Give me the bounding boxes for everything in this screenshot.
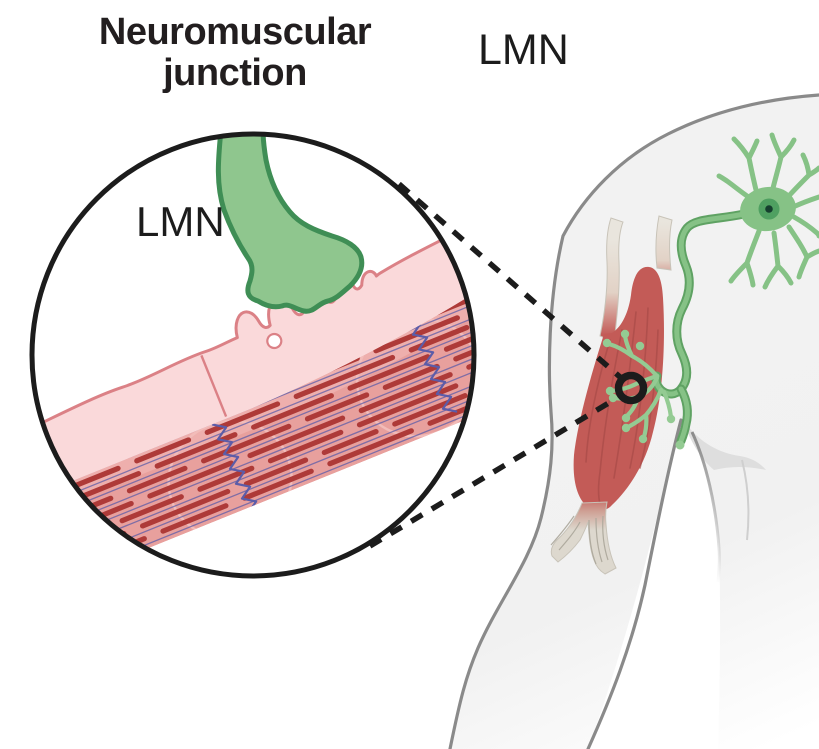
zoom-dashed-line-top bbox=[397, 181, 622, 380]
torso-edge-line bbox=[690, 431, 721, 583]
sarcolemma-membrane bbox=[32, 229, 474, 491]
axon-lower-branch-core bbox=[678, 386, 690, 444]
arm-outline bbox=[448, 93, 819, 749]
inset-axon-terminal bbox=[215, 134, 365, 314]
motor-neuron bbox=[602, 132, 819, 450]
tendon-fiber-line bbox=[558, 521, 581, 551]
zoom-indicator bbox=[368, 181, 648, 549]
fold-cleft-circle bbox=[266, 332, 283, 350]
muscle-cell-divider bbox=[200, 354, 228, 418]
muscle-striation bbox=[597, 329, 623, 505]
axon-terminal-branches bbox=[602, 329, 676, 444]
armpit-fold bbox=[686, 424, 766, 470]
tendon-fiber-line bbox=[602, 515, 609, 561]
nmj-location-ring bbox=[614, 371, 648, 405]
nucleolus bbox=[765, 205, 773, 213]
tendon-upper-left bbox=[599, 217, 624, 343]
tendon-upper-right bbox=[655, 215, 673, 271]
z-line-zigzag bbox=[406, 318, 458, 413]
tendon-fiber-line bbox=[550, 515, 575, 546]
nmj-inset bbox=[29, 131, 477, 579]
muscle-striation bbox=[585, 339, 611, 463]
muscle-fiber-band bbox=[32, 227, 474, 576]
axon-branch-tip bbox=[675, 440, 685, 450]
armpit-crease-line bbox=[741, 459, 750, 541]
inset-border bbox=[29, 131, 477, 579]
neuron-label: LMN bbox=[478, 26, 569, 74]
tendon-fiber-line bbox=[595, 517, 603, 563]
inset-neuron-label: LMN bbox=[136, 198, 225, 245]
diagram-title: Neuromuscular junction bbox=[98, 11, 372, 94]
dendrites bbox=[716, 132, 819, 290]
z-line-zigzag bbox=[211, 423, 258, 515]
forearm-inner-line bbox=[586, 418, 683, 749]
tendon-fiber-line bbox=[588, 519, 597, 565]
